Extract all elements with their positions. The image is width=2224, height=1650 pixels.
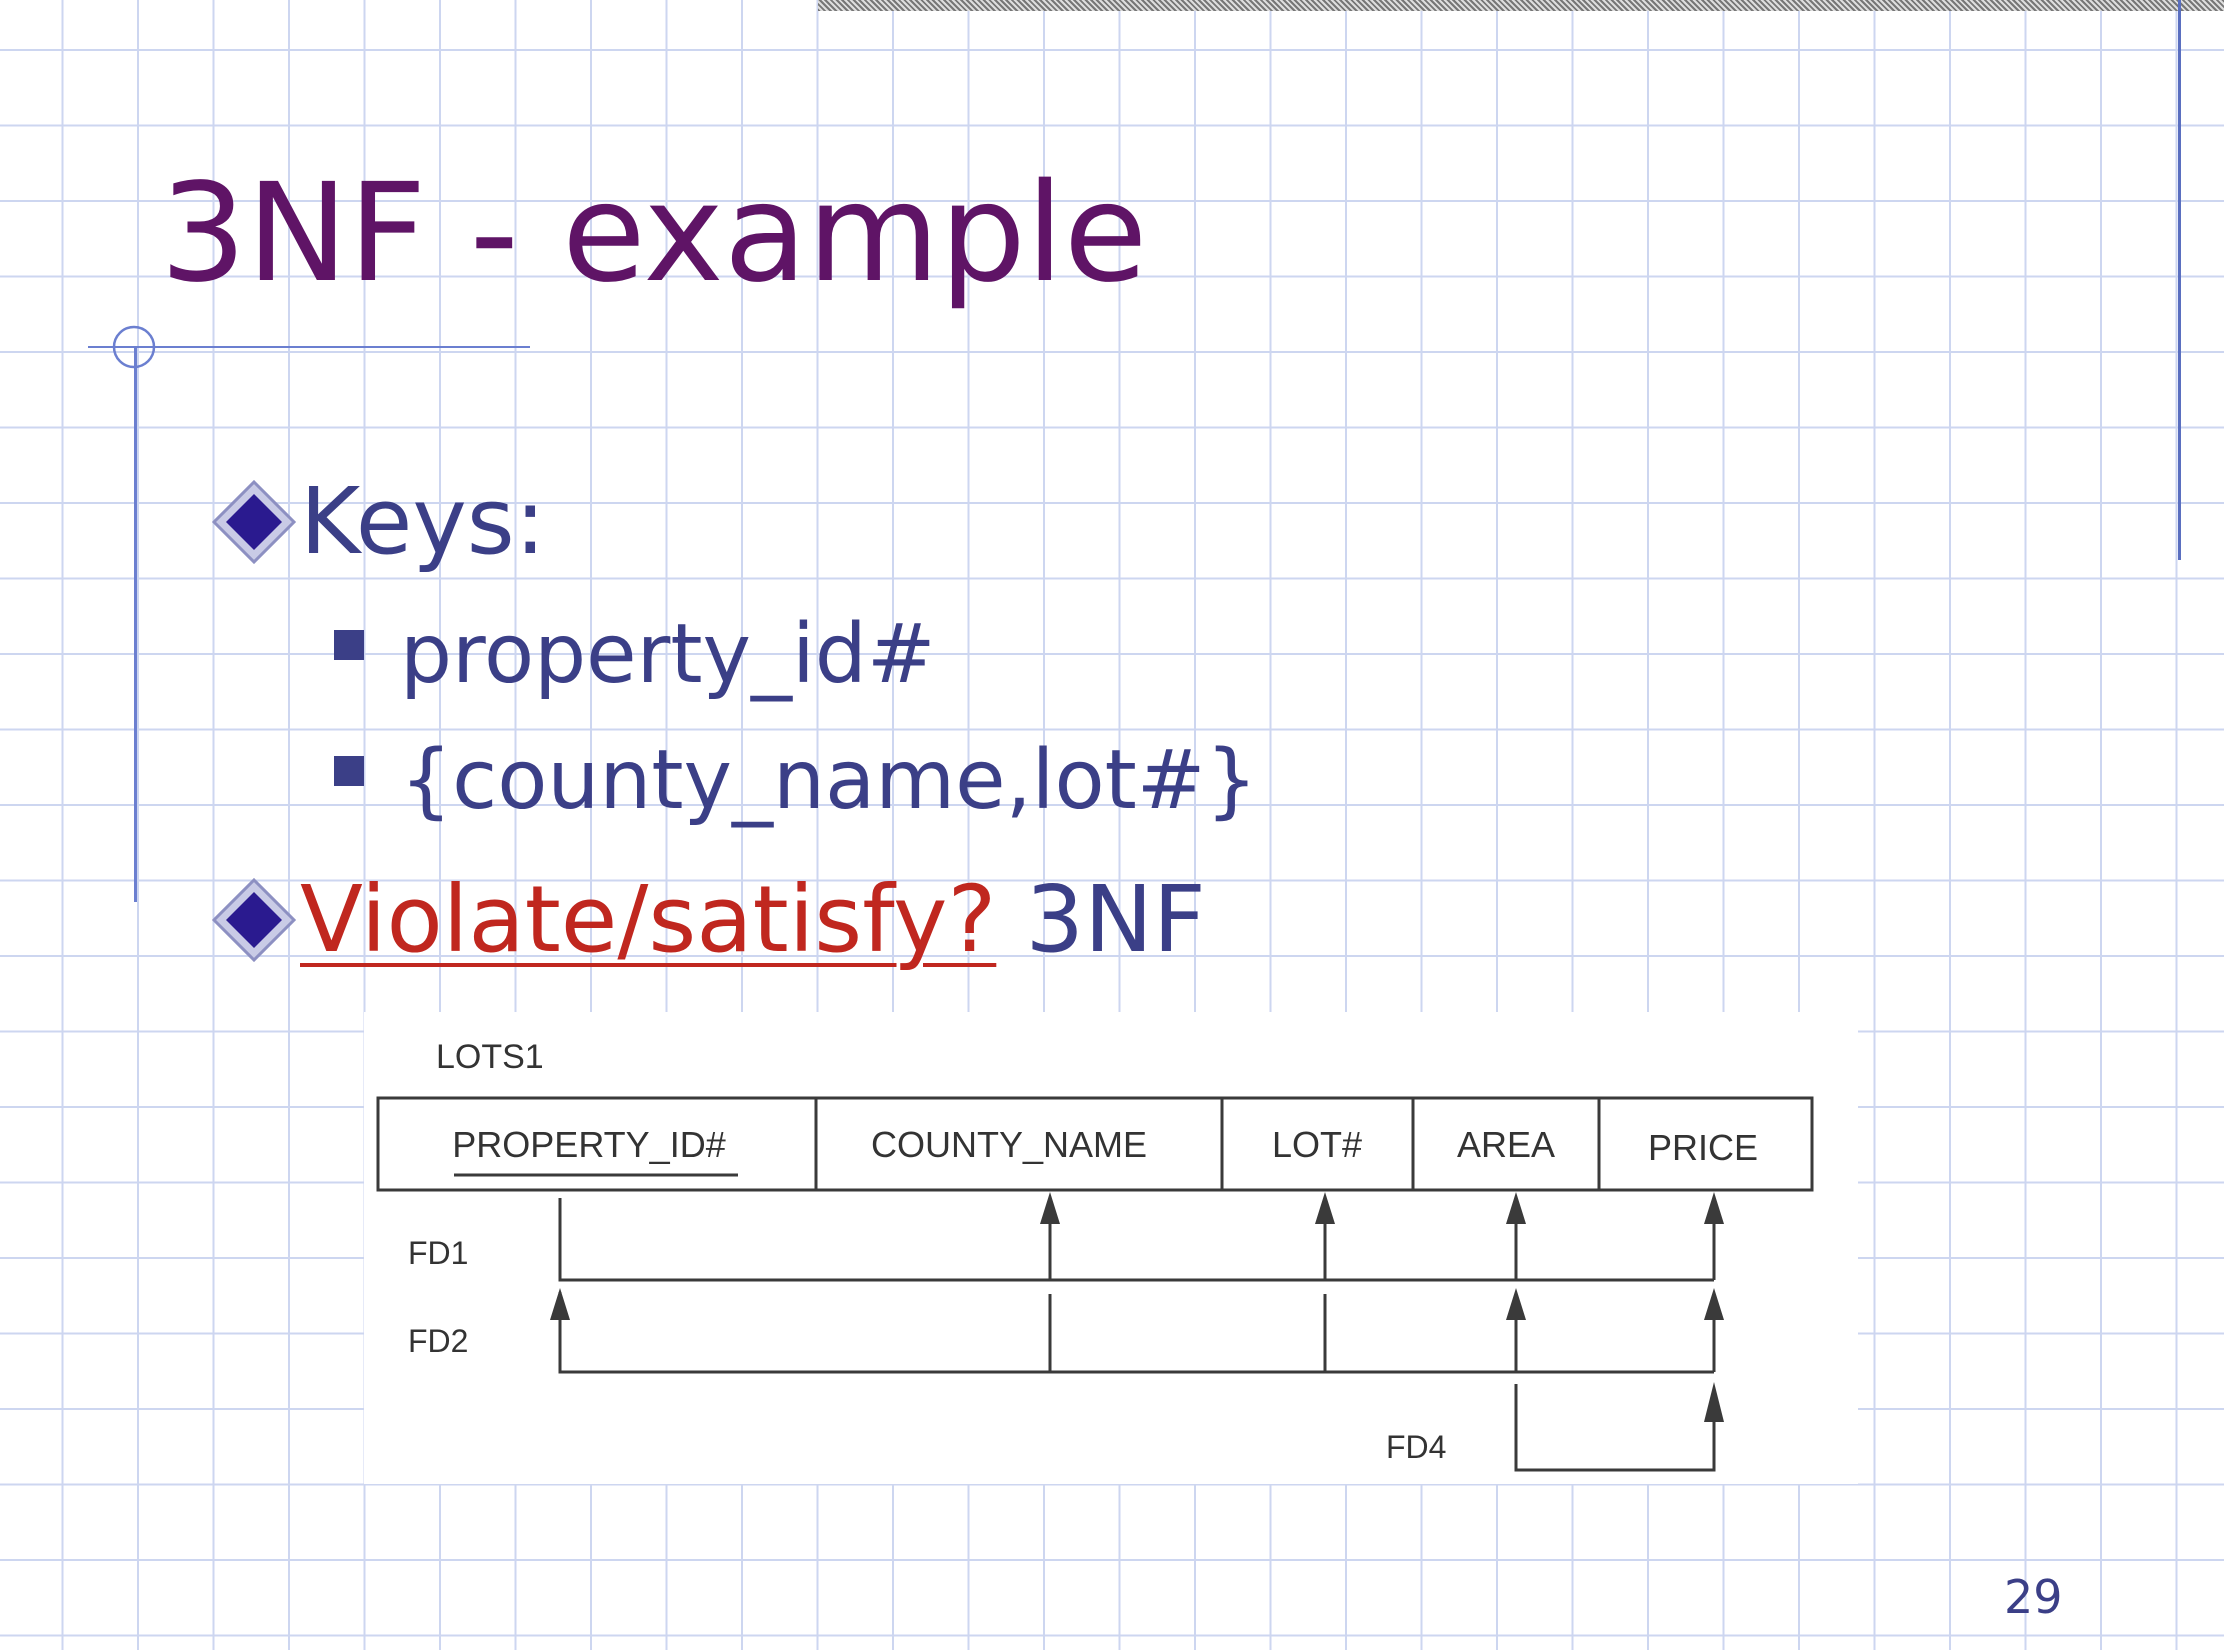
- relation-box: [376, 1096, 1814, 1192]
- functional-dependency-diagram: LOTS1 PROPERTY_ID# COUNTY_NAME LOT# AREA…: [364, 1012, 1858, 1484]
- fd2-line: [558, 1292, 1714, 1374]
- arrowhead-icon: [1704, 1192, 1724, 1224]
- right-accent-rule: [2178, 0, 2181, 560]
- arrowhead-icon: [1506, 1192, 1526, 1224]
- question-line: Violate/satisfy? 3NF: [300, 874, 1206, 966]
- arrowhead-icon: [1704, 1382, 1724, 1422]
- key-item: property_id#: [400, 607, 936, 702]
- attribute-property-id: PROPERTY_ID#: [452, 1124, 725, 1165]
- question-suffix: 3NF: [996, 866, 1206, 973]
- key-item: {county_name,lot#}: [400, 733, 1258, 828]
- fd4-line: [1514, 1384, 1716, 1472]
- fd-label: FD2: [408, 1323, 468, 1359]
- arrowhead-icon: [1315, 1192, 1335, 1224]
- arrowhead-icon: [550, 1288, 570, 1320]
- fd-label: FD4: [1386, 1429, 1446, 1465]
- attribute-county-name: COUNTY_NAME: [871, 1124, 1147, 1165]
- attribute-price: PRICE: [1648, 1127, 1758, 1168]
- crosshair-ornament-icon: [112, 325, 156, 369]
- title-underline-rule: [88, 346, 530, 348]
- top-hatched-band: [818, 0, 2224, 11]
- left-accent-rule: [134, 346, 137, 902]
- slide-title: 3NF - example: [160, 155, 1148, 313]
- fd1-line: [558, 1198, 1714, 1282]
- relation-name: LOTS1: [436, 1038, 544, 1076]
- diamond-bullet-icon: [212, 878, 296, 962]
- arrowhead-icon: [1040, 1192, 1060, 1224]
- square-bullet-icon: [334, 630, 364, 660]
- page-number: 29: [2004, 1570, 2063, 1624]
- keys-heading: Keys:: [300, 468, 546, 575]
- violate-satisfy-link[interactable]: Violate/satisfy?: [300, 866, 997, 973]
- arrowhead-icon: [1704, 1288, 1724, 1320]
- square-bullet-icon: [334, 756, 364, 786]
- attribute-lot: LOT#: [1272, 1124, 1362, 1165]
- diamond-bullet-icon: [212, 480, 296, 564]
- fd-label: FD1: [408, 1235, 468, 1271]
- arrowhead-icon: [1506, 1288, 1526, 1320]
- attribute-area: AREA: [1457, 1124, 1555, 1165]
